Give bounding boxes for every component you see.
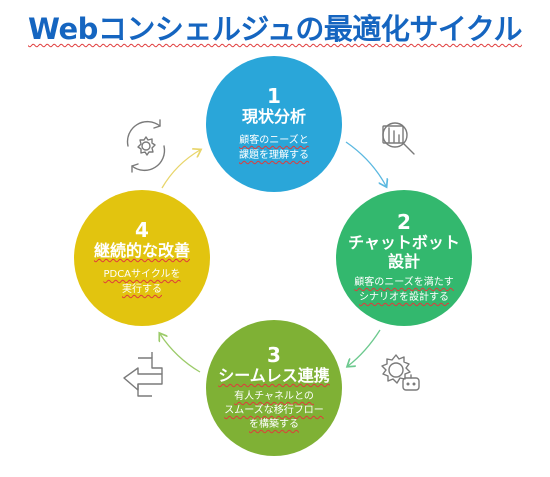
arrow-step3-to-step4 [160,334,201,373]
step-4-desc-line: PDCAサイクルを [103,269,181,280]
arrow-step4-to-step1 [161,150,200,189]
step-3-description: 有人チャネルとの スムーズな移行フロー を構築する [224,390,324,432]
step-3-number: 3 [267,343,281,367]
step-4-heading: 継続的な改善 [93,241,190,260]
step-2-desc-line: 顧客のニーズを満たす [354,277,454,288]
step-1-desc-line: 課題を理解する [239,150,309,161]
step-2-desc-line: シナリオを設計する [359,292,449,303]
gear-chatbot-icon [381,354,420,391]
arrow-step1-to-step2 [345,141,386,186]
page-title-text: Webコンシェルジュの最適化サイクル [28,12,522,46]
step-3-desc-line: 有人チャネルとの [234,391,314,402]
step-4-circle: 4 継続的な改善 PDCAサイクルを 実行する [74,190,210,326]
step-3-circle: 3 シームレス連携 有人チャネルとの スムーズな移行フロー を構築する [206,320,342,456]
step-3-heading: シームレス連携 [218,366,330,385]
step-3-desc-line: を構築する [249,419,299,430]
analytics-magnifier-icon [382,122,415,155]
step-1-description: 顧客のニーズと 課題を理解する [239,133,309,163]
refresh-gear-icon [126,119,166,173]
step-2-circle: 2 チャットボット 設計 顧客のニーズを満たす シナリオを設計する [336,190,472,326]
step-2-heading-line: チャットボット [348,233,460,252]
step-1-number: 1 [267,84,281,108]
step-2-heading-line: 設計 [387,252,420,271]
step-4-desc-line: 実行する [122,284,162,295]
step-2-number: 2 [397,210,411,234]
step-4-number: 4 [135,218,149,242]
step-2-description: 顧客のニーズを満たす シナリオを設計する [354,275,454,305]
step-1-heading: 現状分析 [241,107,306,126]
step-1-desc-line: 顧客のニーズと [239,135,309,146]
page-title: Webコンシェルジュの最適化サイクル [0,6,550,48]
arrow-step2-to-step3 [348,329,381,366]
bidirectional-arrows-icon [123,352,163,397]
step-3-desc-line: スムーズな移行フロー [224,405,324,416]
step-4-description: PDCAサイクルを 実行する [103,267,180,297]
step-1-circle: 1 現状分析 顧客のニーズと 課題を理解する [206,56,342,192]
